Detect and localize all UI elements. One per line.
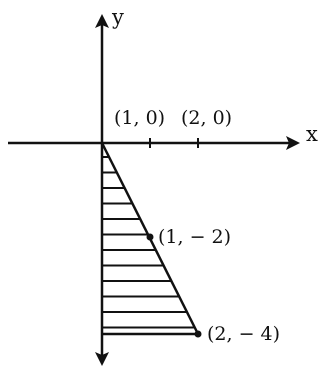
x-axis-label: x: [306, 122, 318, 146]
y-axis-label: y: [111, 5, 124, 29]
x-axis-arrow: [286, 136, 300, 150]
point-1-neg2: [146, 233, 154, 241]
y-axis-arrow-down: [95, 352, 109, 366]
label-point-1-neg2: (1, − 2): [158, 226, 231, 248]
label-point-1-0: (1, 0): [114, 107, 165, 129]
label-point-2-0: (2, 0): [181, 107, 232, 129]
label-point-2-neg4: (2, − 4): [207, 323, 280, 345]
shaded-region-hatching: [102, 156, 195, 329]
y-axis-arrow-up: [95, 14, 109, 28]
point-2-neg4: [194, 330, 202, 338]
